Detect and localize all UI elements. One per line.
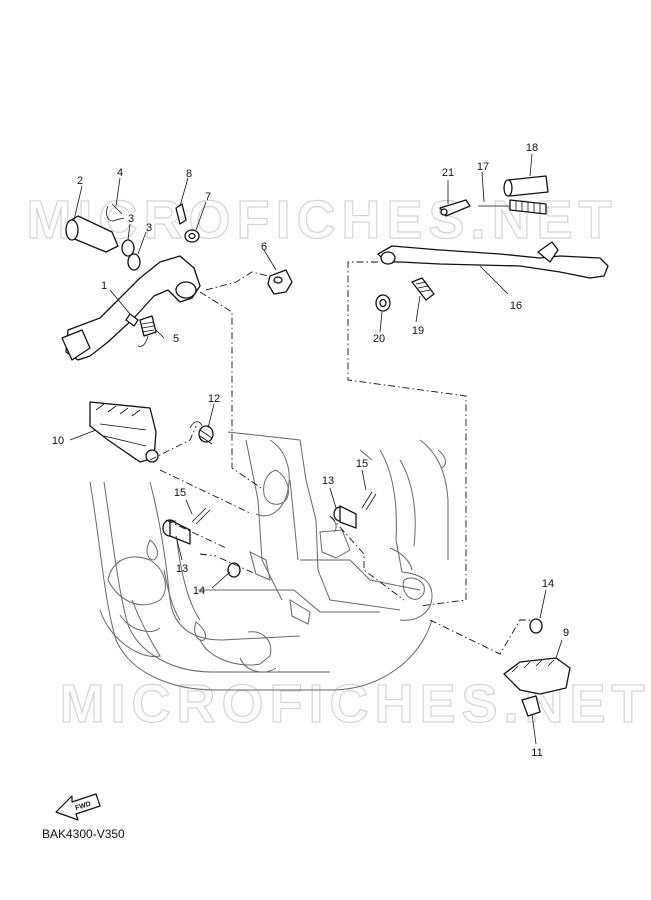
callout-14b: 14 (542, 578, 554, 590)
spring-5 (137, 315, 157, 347)
callout-11: 11 (531, 747, 542, 759)
sidestand (377, 241, 609, 279)
callout-5: 5 (173, 333, 179, 345)
cotter-pin-4 (106, 203, 125, 222)
bolt-19 (411, 277, 435, 301)
callout-8: 8 (186, 168, 192, 180)
callout-15a: 15 (174, 487, 186, 499)
spring-12 (189, 421, 214, 445)
callout-20: 20 (373, 333, 385, 345)
fwd-label: FWD (74, 801, 91, 813)
frame-outline (89, 431, 449, 691)
collar-18 (503, 175, 549, 197)
footrest-left (89, 401, 159, 463)
reference-code: BAK4300-V350 (42, 827, 125, 841)
callout-1: 1 (101, 280, 107, 292)
watermark-top: MICROFICHES.NET (26, 190, 617, 250)
callout-3b: 3 (146, 222, 152, 234)
clevis-pin-6 (267, 269, 293, 295)
footrest-right (503, 657, 571, 717)
callout-17: 17 (477, 161, 489, 173)
callout-7: 7 (205, 191, 211, 203)
callout-21: 21 (442, 167, 454, 179)
callout-12: 12 (208, 393, 220, 405)
callout-4: 4 (117, 167, 123, 179)
callout-13b: 13 (322, 475, 334, 487)
spring-17 (478, 199, 547, 215)
nut-20 (375, 294, 391, 312)
callout-9: 9 (563, 627, 569, 639)
washers-13-14 (162, 505, 543, 634)
washer-7 (184, 229, 200, 243)
pins-15 (191, 491, 377, 525)
callout-18: 18 (526, 142, 538, 154)
callout-14a: 14 (193, 585, 205, 597)
pivot-shaft (65, 215, 119, 253)
callout-15b: 15 (356, 458, 368, 470)
leader-lines (69, 153, 563, 745)
callout-13a: 13 (176, 563, 188, 575)
callouts: 2 4 3 3 8 7 6 1 5 10 12 15 13 14 13 15 1… (52, 142, 569, 759)
callout-3a: 3 (128, 213, 134, 225)
bracket-21 (439, 199, 471, 217)
brake-pedal (61, 255, 201, 361)
callout-2: 2 (77, 175, 83, 187)
callout-16: 16 (510, 300, 522, 312)
callout-6: 6 (261, 241, 267, 253)
callout-19: 19 (412, 325, 424, 337)
callout-10: 10 (52, 435, 64, 447)
fwd-arrow-icon: FWD (55, 793, 101, 821)
assembly-lines (149, 261, 530, 655)
